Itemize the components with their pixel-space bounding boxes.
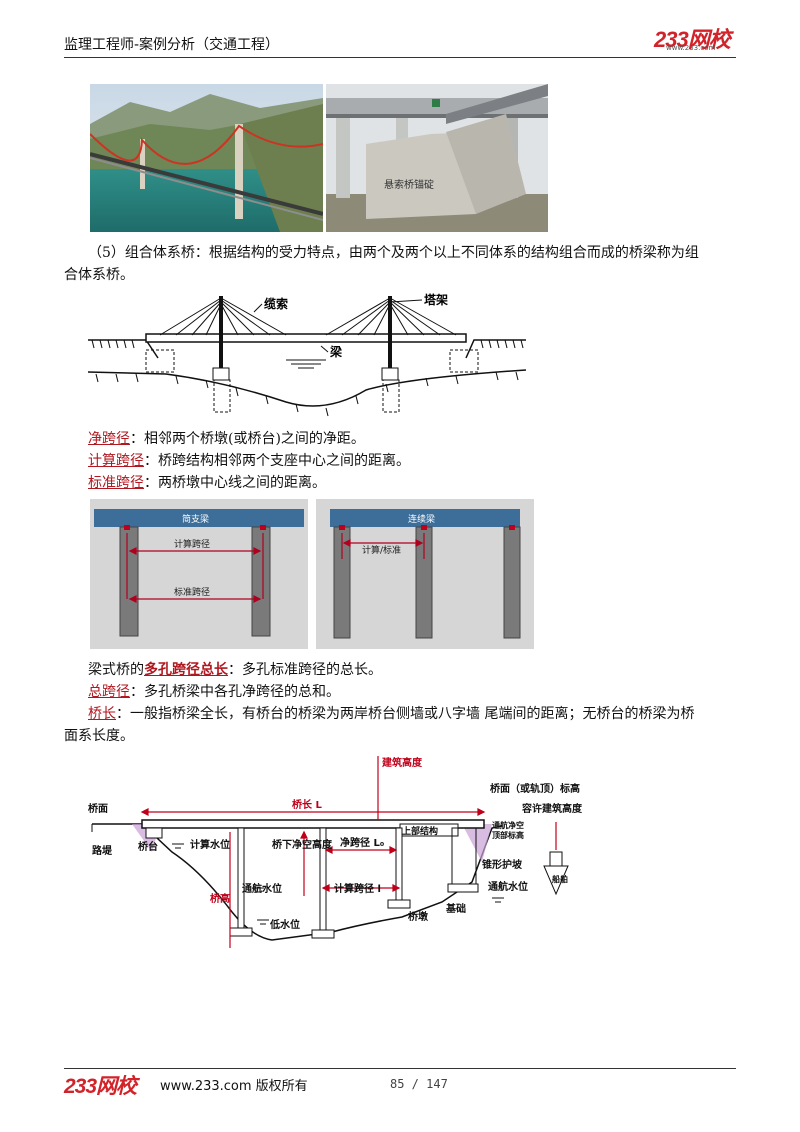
label-ship: 船舶 [552,874,568,884]
header-logo: 233网校 [654,27,731,52]
label-tower: 塔架 [424,292,448,307]
term-std-span: 标准跨径 [88,475,144,491]
label-clearance: 桥下净空高度 [272,838,333,851]
term-clear-span: 净跨径 [88,431,130,447]
def-calc-span: 计算跨径：桥跨结构相邻两个支座中心之间的距离。 [88,453,410,469]
term-multi-span: 多孔跨径总长 [144,662,228,678]
label-bridge-height: 桥高 [210,892,230,905]
label-allow-height: 容许建筑高度 [521,802,582,815]
continuous-beam-panel: 连续梁 计算/标准 [316,499,534,649]
cable-stayed-diagram: 缆索 塔架 梁 [86,290,528,418]
label-foundation: 基础 [445,902,466,915]
def-total-span: 总跨径：多孔桥梁中各孔净跨径的总和。 [88,684,340,700]
label-pier: 桥墩 [408,910,429,923]
anchorage-photo: 悬索桥锚碇 [326,84,548,232]
label-superstructure: 上部结构 [402,825,438,837]
label-building-height: 建筑高度 [381,756,423,769]
section5-line1: （5）组合体系桥：根据结构的受力特点，由两个及两个以上不同体系的结构组合而成的桥… [88,245,699,261]
label-clear-span: 净跨径 L₀ [340,836,384,849]
label-left-std-span: 标准跨径 [174,586,210,598]
term-total-span: 总跨径 [88,684,130,700]
label-left-calc-span: 计算跨径 [174,538,210,550]
term-bridge-length: 桥长 [88,706,116,722]
header-divider [64,57,736,58]
anchorage-caption: 悬索桥锚碇 [384,178,434,191]
footer-divider [64,1068,736,1069]
header-title: 监理工程师-案例分析（交通工程） [64,37,280,53]
def-multi-span: 梁式桥的多孔跨径总长：多孔标准跨径的总长。 [88,662,382,678]
footer-logo: 233网校 [64,1075,137,1098]
def-std-span: 标准跨径：两桥墩中心线之间的距离。 [88,475,326,491]
def-clear-span: 净跨径：相邻两个桥墩(或桥台)之间的净距。 [88,431,365,447]
label-bridge-deck: 桥面 [88,802,108,815]
section5-line2: 合体系桥。 [64,267,134,283]
label-low-water: 低水位 [269,918,300,931]
label-abutment: 桥台 [138,840,158,853]
def-bridge-length-cont: 面系长度。 [64,728,134,744]
header-logo-url: www.233.com [666,44,716,52]
label-simple-beam: 简支梁 [182,513,209,525]
label-calc-span: 计算跨径 l [334,882,381,895]
label-calc-water: 计算水位 [190,838,230,851]
bridge-elevation-diagram: 桥面 桥长 L 建筑高度 桥面（或轨顶）标高 容许建筑高度 上部结构 路堤 桥台… [82,752,583,962]
label-deck-elevation: 桥面（或轨顶）标高 [490,782,580,795]
simply-supported-panel: 简支梁 计算跨径 标准跨径 [90,499,308,649]
label-nav-top: 顶部标高 [492,830,524,840]
label-cable: 缆索 [264,296,288,311]
page-number: 85 / 147 [390,1077,448,1091]
label-continuous-beam: 连续梁 [408,513,435,525]
def-bridge-length: 桥长：一般指桥梁全长，有桥台的桥梁为两岸桥台侧墙或八字墙 尾端间的距离；无桥台的… [88,706,695,722]
term-calc-span: 计算跨径 [88,453,144,469]
label-bridge-length: 桥长 L [292,798,322,811]
label-nav-clearance: 通航净空 [492,820,524,830]
label-nav-water-right: 通航水位 [488,880,528,893]
label-cone-slope: 锥形护坡 [482,858,523,871]
label-nav-water-left: 通航水位 [242,882,282,895]
label-right-calc-std: 计算/标准 [362,544,401,556]
suspension-bridge-photo [90,84,323,232]
footer-copyright: www.233.com 版权所有 [160,1079,308,1094]
label-beam: 梁 [329,344,342,359]
label-road-embankment: 路堤 [92,844,113,857]
